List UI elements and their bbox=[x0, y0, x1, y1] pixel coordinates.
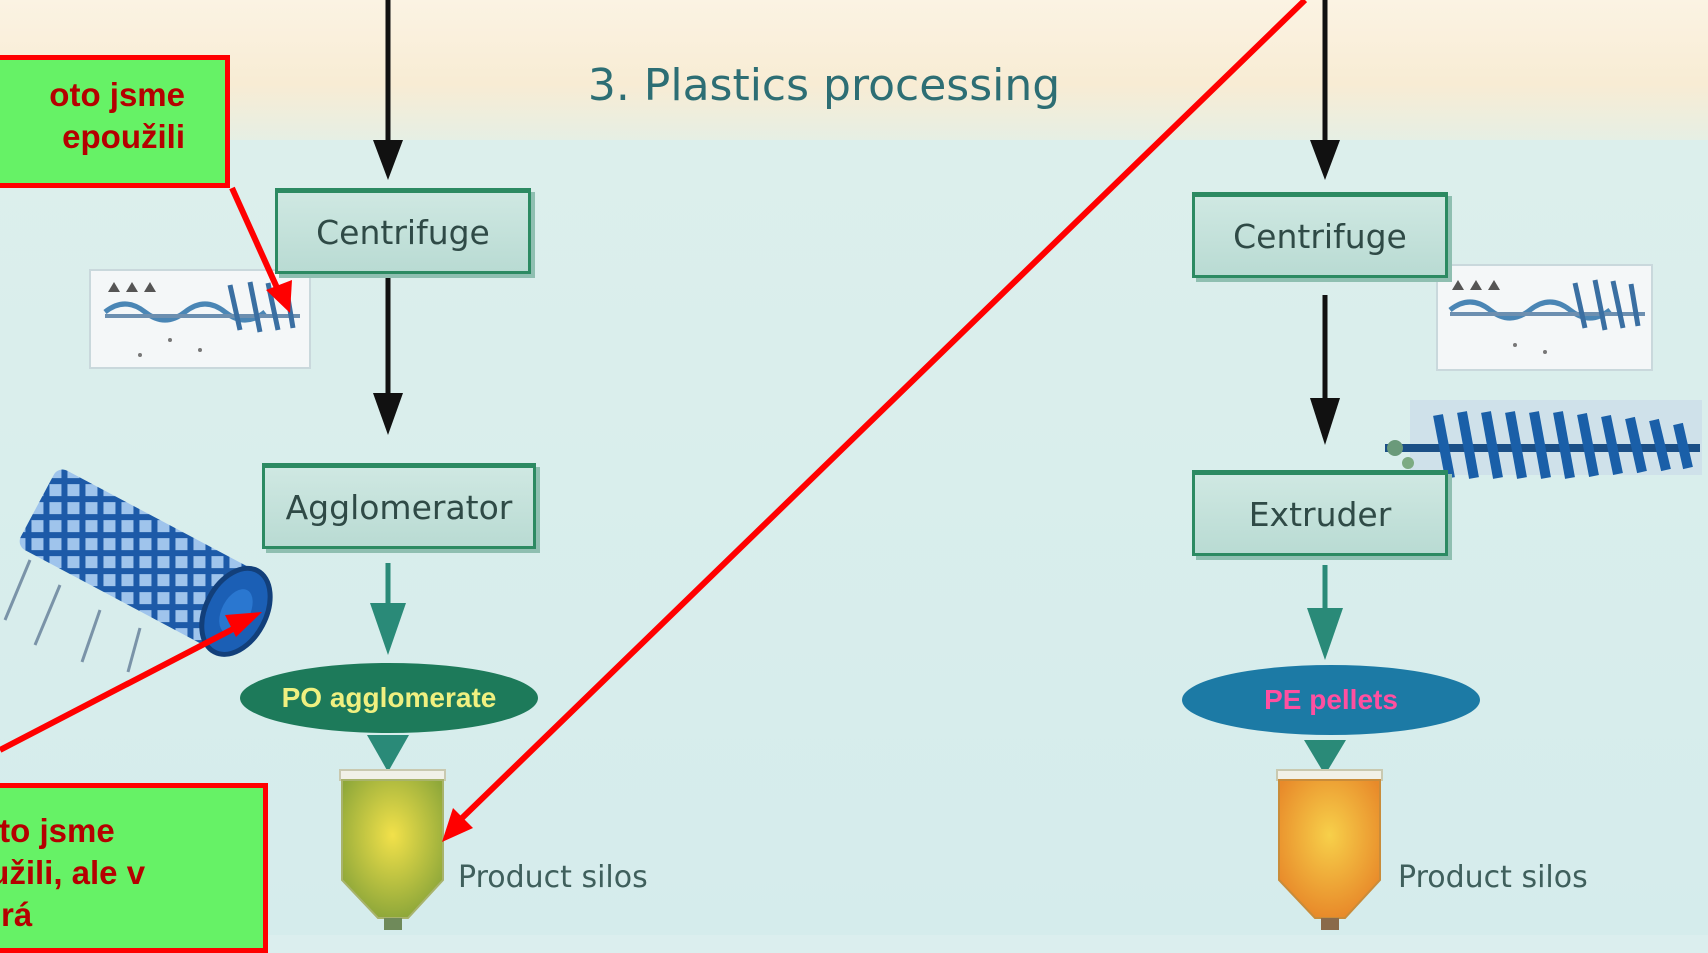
extruder-screw-illustration bbox=[1385, 400, 1702, 479]
note-top-line-2: epoužili bbox=[62, 118, 185, 155]
left-arrow-to-oval bbox=[370, 563, 406, 655]
right-arrow-to-oval bbox=[1307, 565, 1343, 660]
annotation-arrow-long-diagonal bbox=[442, 0, 1308, 842]
pe-pellets-oval: PE pellets bbox=[1182, 665, 1480, 735]
extruder-box: Extruder bbox=[1192, 470, 1448, 556]
centrifuge-box-left: Centrifuge bbox=[275, 188, 531, 274]
centrifuge-box-right: Centrifuge bbox=[1192, 192, 1448, 278]
right-arrow-centrifuge-to-extruder bbox=[1310, 295, 1340, 445]
product-silo-right bbox=[1276, 769, 1383, 930]
note-top-line-1: oto jsme bbox=[49, 76, 185, 113]
left-arrow-top bbox=[373, 0, 403, 180]
right-arrow-top bbox=[1310, 0, 1340, 180]
annotation-arrow-top-note bbox=[229, 186, 292, 313]
centrifuge-label-left: Centrifuge bbox=[316, 212, 490, 252]
note-bottom-line-2: oužili, ale v bbox=[0, 854, 146, 891]
note-bottom-line-1: oto jsme bbox=[0, 812, 115, 849]
po-agglomerate-label: PO agglomerate bbox=[281, 682, 497, 713]
agglomerator-box: Agglomerator bbox=[262, 463, 536, 549]
right-arrow-to-silo bbox=[1304, 740, 1346, 775]
product-silos-label-left: Product silos bbox=[458, 860, 648, 895]
centrifuge-illustration-right bbox=[1436, 264, 1653, 371]
annotation-note-bottom: oto jsme oužili, ale v rá bbox=[0, 783, 268, 953]
agglomerator-drum-illustration bbox=[3, 469, 273, 673]
title-band bbox=[0, 0, 1708, 140]
left-arrow-centrifuge-to-agglomerator bbox=[373, 278, 403, 435]
pe-pellets-label: PE pellets bbox=[1264, 684, 1398, 715]
diagram-title: 3. Plastics processing bbox=[587, 60, 1061, 111]
agglomerator-label: Agglomerator bbox=[285, 487, 513, 527]
product-silo-left bbox=[339, 769, 446, 930]
centrifuge-label-right: Centrifuge bbox=[1233, 216, 1407, 256]
annotation-arrow-bottom-note bbox=[0, 612, 262, 753]
left-arrow-to-silo bbox=[367, 735, 409, 772]
extruder-label: Extruder bbox=[1248, 494, 1392, 534]
product-silos-label-right: Product silos bbox=[1398, 860, 1588, 895]
annotation-note-top: oto jsme epoužili bbox=[0, 55, 230, 188]
po-agglomerate-oval: PO agglomerate bbox=[240, 663, 538, 733]
note-bottom-line-3: rá bbox=[1, 896, 33, 933]
